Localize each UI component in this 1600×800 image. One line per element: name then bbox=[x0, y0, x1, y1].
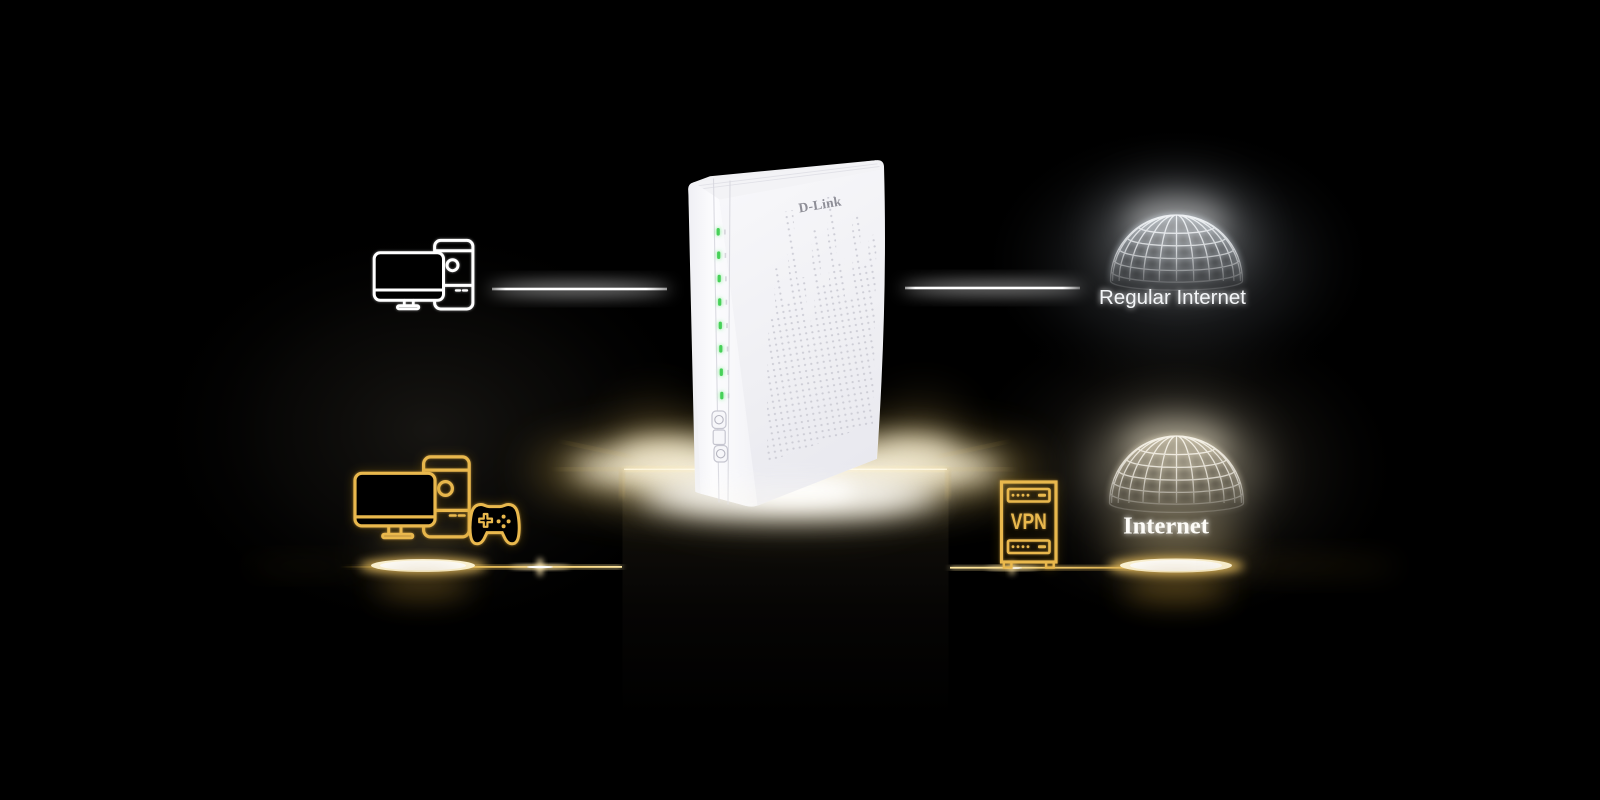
svg-text:Regular Internet: Regular Internet bbox=[1099, 286, 1246, 309]
svg-text:VPN: VPN bbox=[1011, 509, 1047, 534]
svg-text:Internet: Internet bbox=[1123, 513, 1210, 540]
svg-text:D-Link: D-Link bbox=[797, 193, 842, 215]
